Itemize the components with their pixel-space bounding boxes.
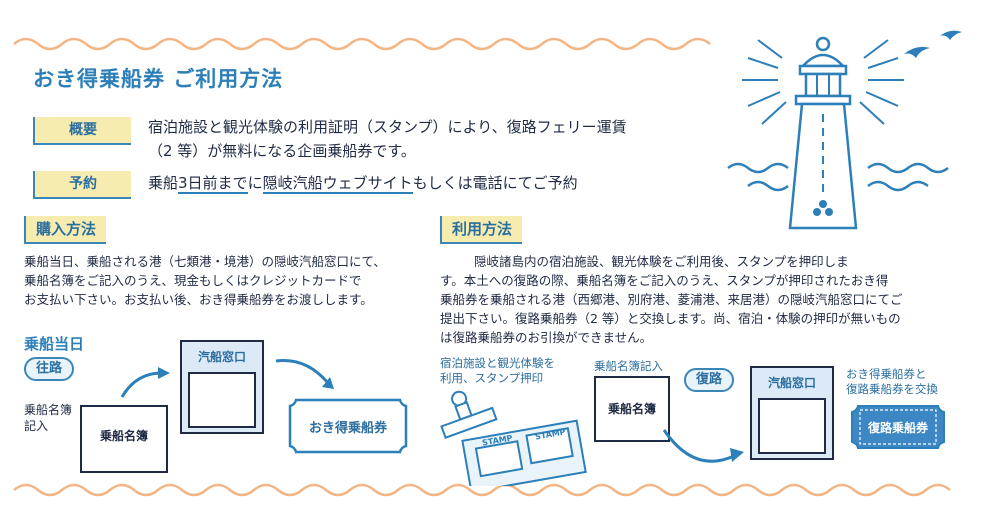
reservation-deadline: 3日前まで [178, 174, 248, 194]
overview-line-1: 宿泊施設と観光体験の利用証明（スタンプ）により、復路フェリー運賃 [148, 118, 627, 136]
outbound-form-caption-line-2: 記入 [24, 419, 49, 433]
outbound-ticket [288, 398, 408, 454]
overview-text: 宿泊施設と観光体験の利用証明（スタンプ）により、復路フェリー運賃 （2 等）が無… [148, 115, 627, 163]
outbound-form-box: 乗船名簿 [80, 405, 168, 473]
exchange-caption-line-2: 復路乗船券を交換 [846, 382, 938, 396]
bird-icon [940, 30, 962, 40]
overview-tag: 概要 [33, 117, 131, 145]
reservation-text: 乗船3日前までに隠岐汽船ウェブサイトもしくは電話にてご予約 [148, 171, 578, 195]
bottom-wave-border [13, 483, 951, 497]
arrow-icon [275, 358, 334, 389]
stamp-caption-line-1: 宿泊施設と観光体験を [440, 356, 555, 370]
usage-line-3: 乗船券を乗船される港（西郷港、別府港、菱浦港、来居港）の隠岐汽船窓口にてご [440, 292, 903, 307]
reservation-text-part-3: もしくは電話にてご予約 [412, 174, 578, 192]
usage-line-1: 隠岐諸島内の宿泊施設、観光体験をご利用後、スタンプを押印しま [474, 254, 849, 269]
overview-line-2: （2 等）が無料になる企画乗船券です。 [148, 142, 416, 160]
reservation-text-part-1: 乗船 [148, 174, 179, 192]
outbound-ticket-label: おき得乗船券 [308, 421, 387, 436]
lighthouse-illustration [727, 30, 962, 230]
stamp-caption: 宿泊施設と観光体験を 利用、スタンプ押印 [440, 356, 555, 386]
usage-text: 隠岐諸島内の宿泊施設、観光体験をご利用後、スタンプを押印しま す。本土への復路の… [440, 252, 980, 347]
outbound-counter: 汽船窓口 [180, 340, 264, 434]
return-form-box: 乗船名簿 [594, 376, 670, 442]
exchange-caption-line-1: おき得乗船券と [846, 367, 927, 381]
exchange-caption: おき得乗船券と 復路乗船券を交換 [846, 367, 938, 397]
return-form-box-label: 乗船名簿 [607, 402, 656, 416]
top-wave-border [13, 37, 711, 51]
return-counter-label: 汽船窓口 [767, 376, 816, 390]
return-ticket [851, 405, 945, 449]
reservation-website-link[interactable]: 隠岐汽船ウェブサイト [262, 174, 413, 194]
outbound-pill: 往路 [24, 357, 75, 381]
stamp-caption-line-2: 利用、スタンプ押印 [440, 371, 544, 385]
return-pill: 復路 [684, 368, 735, 392]
purchase-line-1: 乗船当日、乗船される港（七類港・境港）の隠岐汽船窓口にて、 [24, 254, 386, 269]
arrow-icon [662, 429, 744, 463]
usage-line-5: は復路乗船券のお引換ができません。 [440, 330, 653, 345]
purchase-text: 乗船当日、乗船される港（七類港・境港）の隠岐汽船窓口にて、 乗船名簿をご記入のう… [24, 252, 386, 309]
page-title: おき得乗船券 ご利用方法 [33, 67, 284, 91]
stamp-tickets-illustration [440, 390, 587, 486]
bird-icon [904, 46, 930, 58]
outbound-form-caption-line-1: 乗船名簿 [24, 403, 73, 417]
departure-day-label: 乗船当日 [24, 335, 85, 353]
return-ticket-label: 復路乗船券 [867, 421, 928, 435]
usage-line-4: 提出下さい。復路乗船券（2 等）と交換します。尚、宿泊・体験の押印が無いもの [440, 311, 901, 326]
outbound-form-caption: 乗船名簿 記入 [24, 402, 72, 434]
purchase-heading: 購入方法 [24, 216, 107, 244]
reservation-tag: 予約 [33, 171, 131, 199]
usage-heading: 利用方法 [440, 216, 523, 244]
usage-line-2: す。本土への復路の際、乗船名簿をご記入のうえ、スタンプが押印されたおき得 [440, 273, 889, 288]
purchase-line-3: お支払い下さい。お支払い後、おき得乗船券をお渡しします。 [24, 292, 373, 307]
return-form-caption: 乗船名簿記入 [594, 359, 663, 373]
outbound-counter-label: 汽船窓口 [197, 350, 246, 364]
purchase-line-2: 乗船名簿をご記入のうえ、現金もしくはクレジットカードで [24, 273, 362, 288]
reservation-text-part-2: に [247, 174, 263, 192]
arrow-icon [120, 367, 170, 398]
outbound-form-box-label: 乗船名簿 [99, 429, 148, 443]
return-counter: 汽船窓口 [750, 366, 834, 460]
